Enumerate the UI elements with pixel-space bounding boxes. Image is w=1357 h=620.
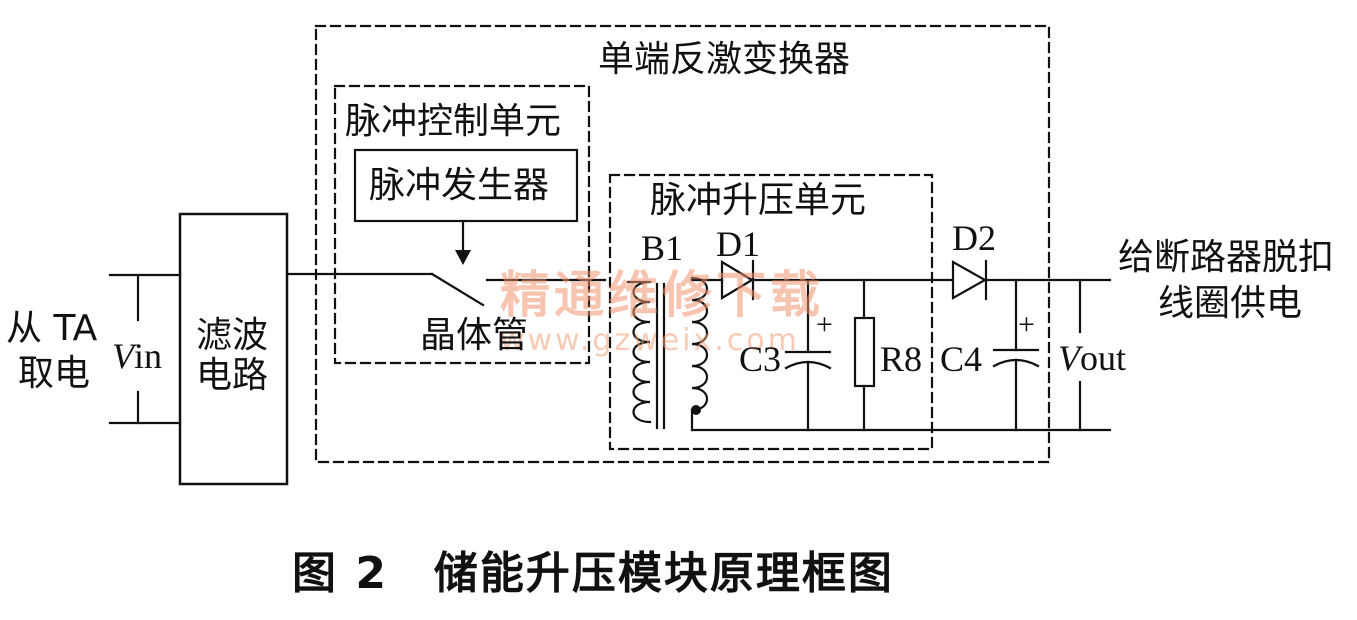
diode-d2-triangle bbox=[951, 260, 988, 300]
primary-coil bbox=[626, 280, 652, 424]
c4-plus-label: + bbox=[1018, 308, 1035, 341]
diode-d1-triangle bbox=[720, 260, 755, 300]
c4-label: C4 bbox=[940, 339, 983, 379]
filter-circuit-box bbox=[178, 212, 289, 486]
d2-label: D2 bbox=[952, 218, 996, 258]
filter-label-line2: 电路 bbox=[196, 355, 269, 396]
vout-subscript: out bbox=[1080, 338, 1127, 378]
secondary-coil bbox=[690, 276, 709, 412]
transistor-switch-blade bbox=[430, 272, 485, 307]
b1-label: B1 bbox=[641, 228, 684, 268]
figure-caption: 图 2 储能升压模块原理框图 bbox=[292, 548, 894, 599]
polarity-dot bbox=[691, 405, 701, 415]
c3-label: C3 bbox=[739, 339, 782, 379]
r8-label: R8 bbox=[880, 339, 923, 379]
c3-plus-label: + bbox=[816, 308, 833, 341]
vin-symbol: V bbox=[112, 336, 134, 376]
watermark-url: www.gzweix.com bbox=[500, 323, 800, 358]
pulse-generator-label: 脉冲发生器 bbox=[369, 165, 550, 206]
pulse-boost-label: 脉冲升压单元 bbox=[650, 180, 867, 221]
watermark-text: 精通维修下载 bbox=[500, 266, 824, 324]
control-arrow-head bbox=[455, 250, 471, 265]
d1-label: D1 bbox=[716, 224, 760, 264]
filter-label-line1: 滤波 bbox=[196, 315, 269, 356]
transistor-label: 晶体管 bbox=[420, 315, 529, 356]
vin-subscript: in bbox=[134, 336, 163, 376]
vin-label: Vin bbox=[112, 338, 162, 374]
pulse-control-boundary bbox=[333, 84, 591, 365]
source-label-line1: 从 TA bbox=[6, 308, 98, 349]
pulse-generator-box bbox=[353, 148, 579, 223]
output-label-line1: 给断路器脱扣 bbox=[1118, 237, 1335, 278]
vout-label: Vout bbox=[1058, 340, 1126, 376]
vout-symbol: V bbox=[1058, 338, 1080, 378]
source-label-line2: 取电 bbox=[18, 353, 91, 394]
output-label-line2: 线圈供电 bbox=[1158, 283, 1303, 324]
flyback-converter-label: 单端反激变换器 bbox=[598, 39, 851, 80]
pulse-control-label: 脉冲控制单元 bbox=[345, 101, 562, 142]
r8-body bbox=[853, 316, 876, 388]
flyback-converter-boundary bbox=[314, 24, 1051, 464]
pulse-boost-boundary bbox=[608, 173, 934, 451]
